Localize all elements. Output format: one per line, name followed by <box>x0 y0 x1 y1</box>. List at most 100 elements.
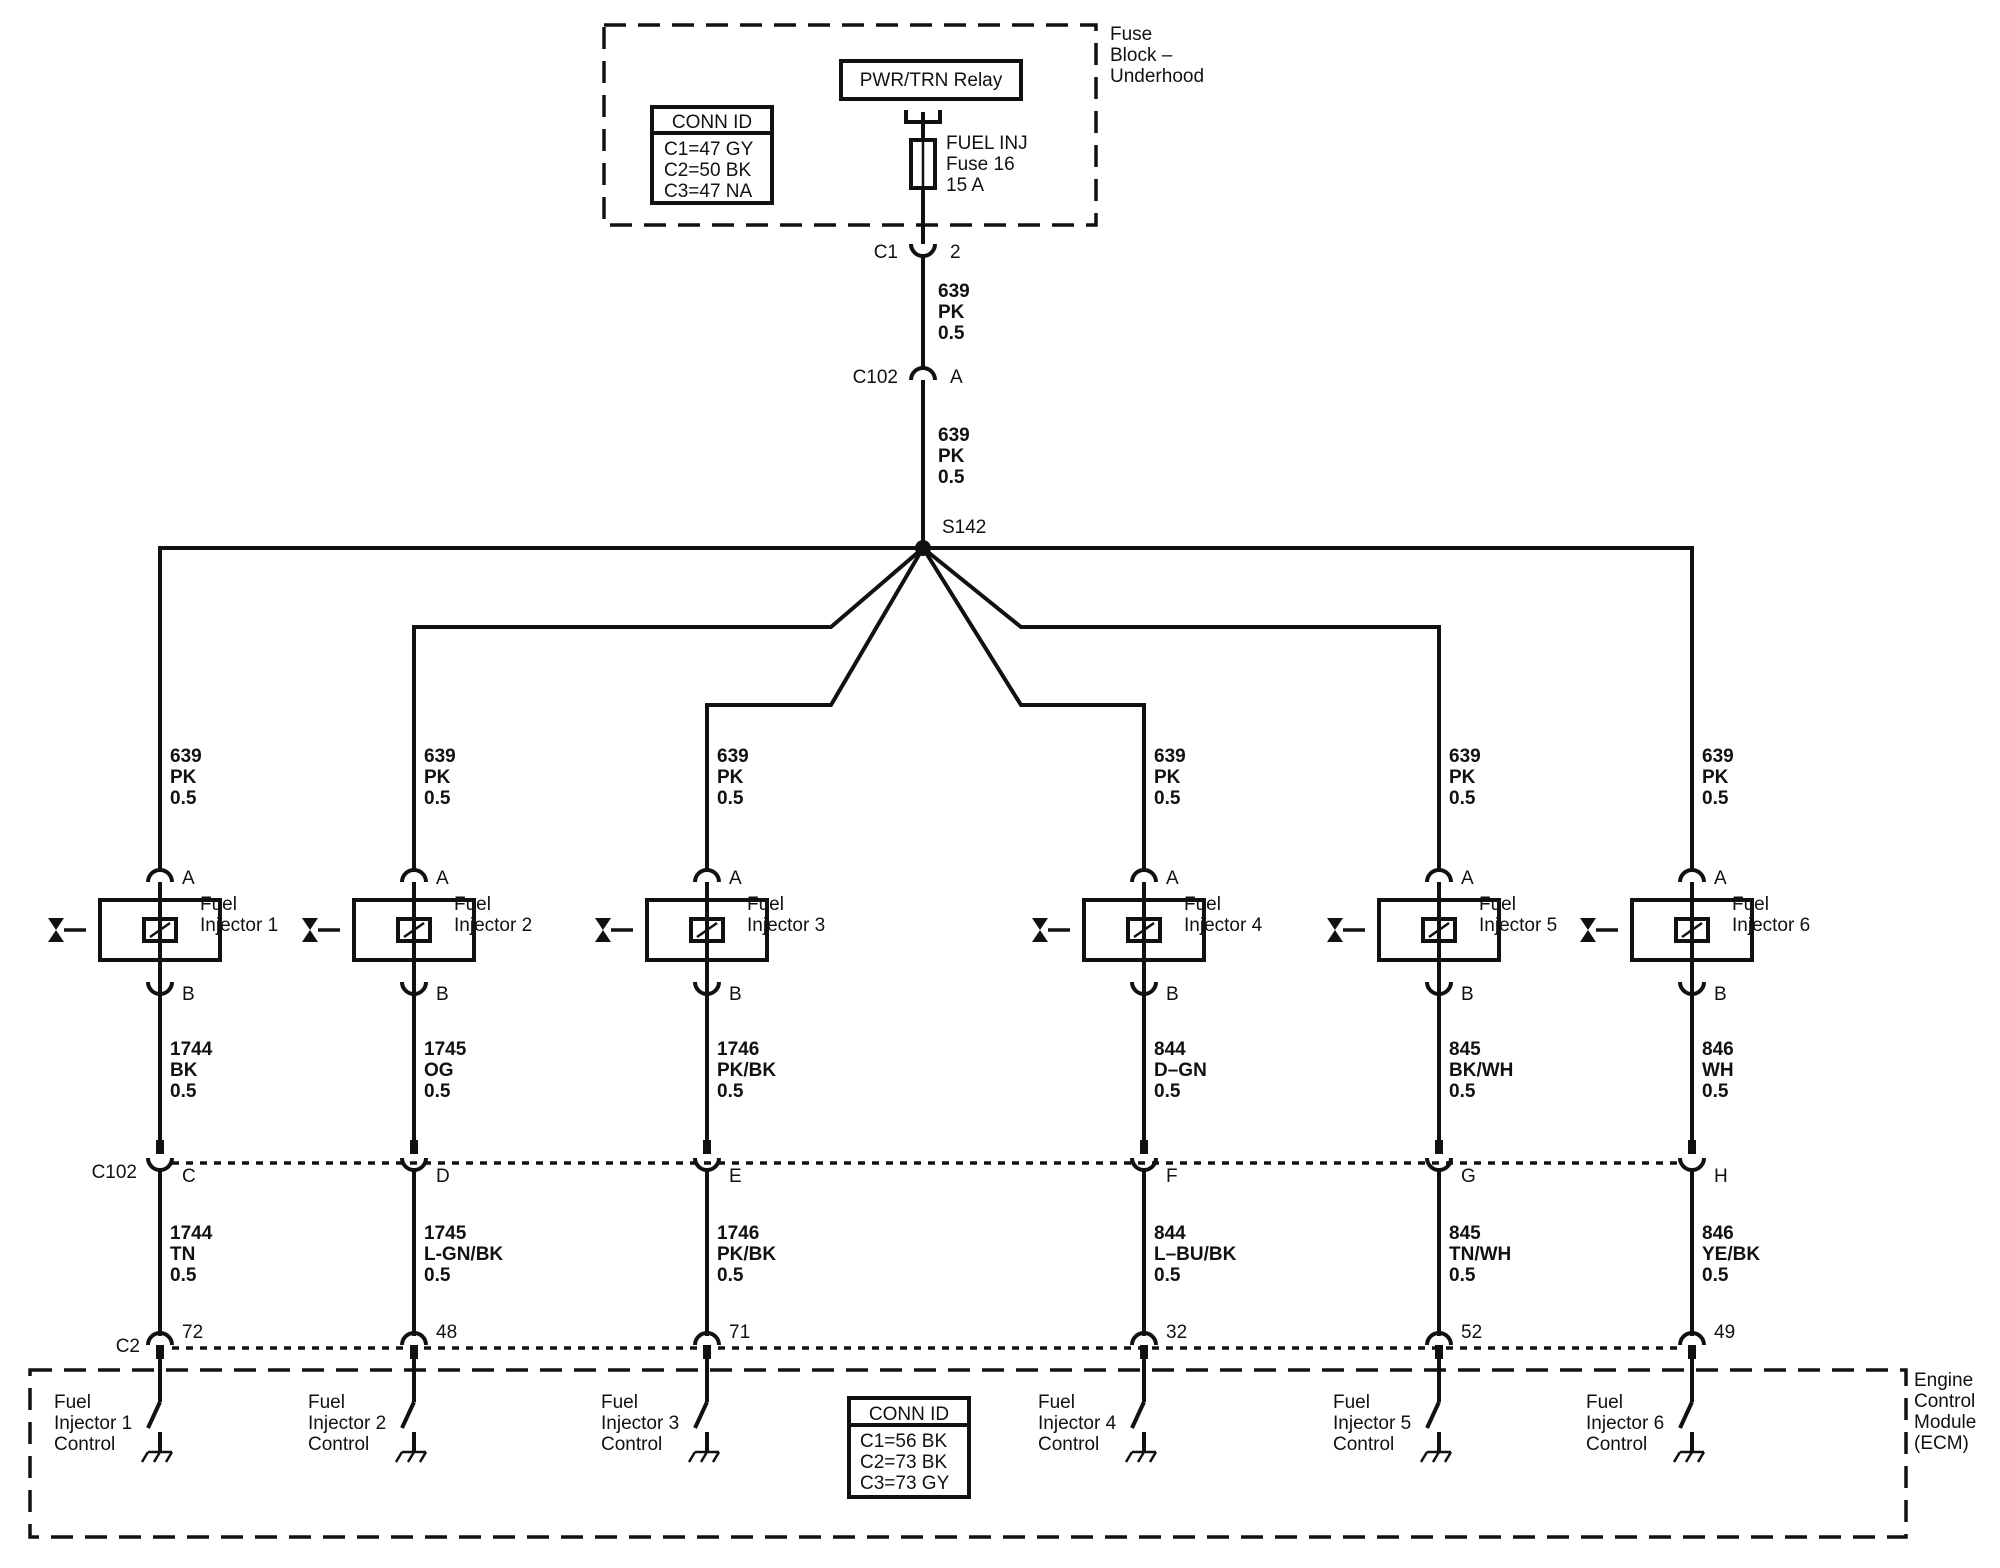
injector-5-control-label-1: Fuel <box>1333 1392 1370 1413</box>
injector-4-name-2: Injector 4 <box>1184 915 1263 936</box>
injector-3-feed-circuit: 639 <box>717 746 749 767</box>
injector-1-ecm-size: 0.5 <box>170 1265 197 1286</box>
ecm-conn-id-line-3: C3=73 GY <box>860 1473 950 1494</box>
injector-1-ecm-circuit: 1744 <box>170 1223 213 1244</box>
fuse-block-title-2: Block – <box>1110 45 1173 66</box>
injector-3-ground-icon <box>687 1450 721 1463</box>
injector-3-pin-a-connector <box>693 868 721 883</box>
conn-id-line-1: C1=47 GY <box>664 139 754 160</box>
injector-2-ground-icon <box>394 1450 428 1463</box>
injector-6-solenoid-slash <box>1681 921 1703 939</box>
injector-6-control-label-3: Control <box>1586 1434 1647 1455</box>
fuse-block-conn-id-table: CONN ID C1=47 GY C2=50 BK C3=47 NA <box>650 105 774 205</box>
injector-3-c2-pin-label: 71 <box>729 1322 750 1343</box>
injector-4-ecm-circuit: 844 <box>1154 1223 1186 1244</box>
injector-6-driver-switch <box>1678 1401 1694 1429</box>
injector-4-c102-pin-label: F <box>1166 1166 1178 1187</box>
injector-3-feed-size: 0.5 <box>717 788 744 809</box>
injector-1-c102-pin-label: C <box>182 1166 196 1187</box>
injector-6-c102-male-pin <box>1688 1140 1696 1154</box>
c102-a-connector-symbol <box>909 366 937 381</box>
injector-3-out-color: PK/BK <box>717 1060 776 1081</box>
main-feed-wire2-circuit: 639 <box>938 425 970 446</box>
injector-6-ecm-size: 0.5 <box>1702 1265 1729 1286</box>
injector-4-solenoid-slash <box>1133 921 1155 939</box>
injector-6-pin-a-label: A <box>1714 868 1727 889</box>
injector-6-feed-size: 0.5 <box>1702 788 1729 809</box>
injector-1-feed-circuit: 639 <box>170 746 202 767</box>
injector-5-ecm-size: 0.5 <box>1449 1265 1476 1286</box>
injector-6-feed-color: PK <box>1702 767 1729 788</box>
injector-2-ecm-size: 0.5 <box>424 1265 451 1286</box>
injector-5-pin-b-label: B <box>1461 984 1474 1005</box>
main-feed-wire1-circuit: 639 <box>938 281 970 302</box>
injector-3-c102-male-pin <box>703 1140 711 1154</box>
injector-6-c102-pin-label: H <box>1714 1166 1728 1187</box>
conn-id-line-2: C2=50 BK <box>664 160 751 181</box>
injector-6-c2-pin-label: 49 <box>1714 1322 1735 1343</box>
injector-3-c102-pin-label: E <box>729 1166 742 1187</box>
injector-3-ecm-size: 0.5 <box>717 1265 744 1286</box>
injector-1-control-label-3: Control <box>54 1434 115 1455</box>
injector-5-ground-icon <box>1419 1450 1453 1463</box>
injector-4-out-color: D–GN <box>1154 1060 1207 1081</box>
c102-top-pin-label: A <box>950 367 963 388</box>
injector-4-c2-connector <box>1130 1331 1158 1346</box>
injector-1-c2-male-pin <box>156 1345 164 1359</box>
c1-connector-symbol <box>909 243 937 258</box>
fuse-label-3: 15 A <box>946 175 984 196</box>
injector-3-out-size: 0.5 <box>717 1081 744 1102</box>
injector-4-feed-size: 0.5 <box>1154 788 1181 809</box>
injector-4-ecm-size: 0.5 <box>1154 1265 1181 1286</box>
injector-4-pin-a-connector <box>1130 868 1158 883</box>
s142-splice-label: S142 <box>942 517 986 538</box>
injector-1-c2-connector <box>146 1331 174 1346</box>
branch-wire-injector-1 <box>158 546 923 870</box>
injector-4-c2-pin-label: 32 <box>1166 1322 1187 1343</box>
injector-5-ecm-color: TN/WH <box>1449 1244 1511 1265</box>
injector-1-feed-color: PK <box>170 767 197 788</box>
injector-3-ecm-circuit: 1746 <box>717 1223 759 1244</box>
injector-2-c2-connector <box>400 1331 428 1346</box>
injector-2-out-circuit: 1745 <box>424 1039 467 1060</box>
injector-5-control-label-2: Injector 5 <box>1333 1413 1411 1434</box>
injector-2-pin-a-label: A <box>436 868 449 889</box>
injector-1-nozzle-icon <box>48 918 64 942</box>
injector-1-out-circuit: 1744 <box>170 1039 213 1060</box>
injector-6-out-color: WH <box>1702 1060 1734 1081</box>
injector-5-name-1: Fuel <box>1479 894 1516 915</box>
injector-2-name-1: Fuel <box>454 894 491 915</box>
injector-3-driver-switch <box>693 1401 709 1429</box>
conn-id-box <box>650 105 774 205</box>
injector-1-driver-switch <box>146 1401 162 1429</box>
injector-2-control-label-1: Fuel <box>308 1392 345 1413</box>
ecm-title-3: Module <box>1914 1412 1976 1433</box>
injector-5-pin-a-connector <box>1425 868 1453 883</box>
fuse-label-2: Fuse 16 <box>946 154 1015 175</box>
injector-5-out-size: 0.5 <box>1449 1081 1476 1102</box>
branch-wire-injector-6 <box>923 546 1694 870</box>
conn-id-header: CONN ID <box>672 112 752 133</box>
injector-5-feed-circuit: 639 <box>1449 746 1481 767</box>
injector-1-solenoid-icon <box>142 917 178 943</box>
injector-6-c2-male-pin <box>1688 1345 1696 1359</box>
injector-3-control-label-3: Control <box>601 1434 662 1455</box>
injector-2-pin-b-label: B <box>436 984 449 1005</box>
injector-4-control-label-1: Fuel <box>1038 1392 1075 1413</box>
injector-2-pin-a-connector <box>400 868 428 883</box>
injector-5-ecm-circuit: 845 <box>1449 1223 1481 1244</box>
c1-pin-label: 2 <box>950 242 961 263</box>
injector-2-feed-color: PK <box>424 767 451 788</box>
injector-6-name-1: Fuel <box>1732 894 1769 915</box>
injector-2-out-color: OG <box>424 1060 454 1081</box>
injector-2-c102-pin-label: D <box>436 1166 450 1187</box>
injector-4-ground-icon <box>1124 1450 1158 1463</box>
injector-2-ecm-color: L-GN/BK <box>424 1244 503 1265</box>
injector-5-feed-size: 0.5 <box>1449 788 1476 809</box>
injector-1-ground-icon <box>140 1450 174 1463</box>
injector-1-c2-pin-label: 72 <box>182 1322 203 1343</box>
injector-3-c2-connector <box>693 1331 721 1346</box>
ecm-conn-id-header: CONN ID <box>869 1404 949 1425</box>
branch-wire-injector-4 <box>921 546 1146 870</box>
